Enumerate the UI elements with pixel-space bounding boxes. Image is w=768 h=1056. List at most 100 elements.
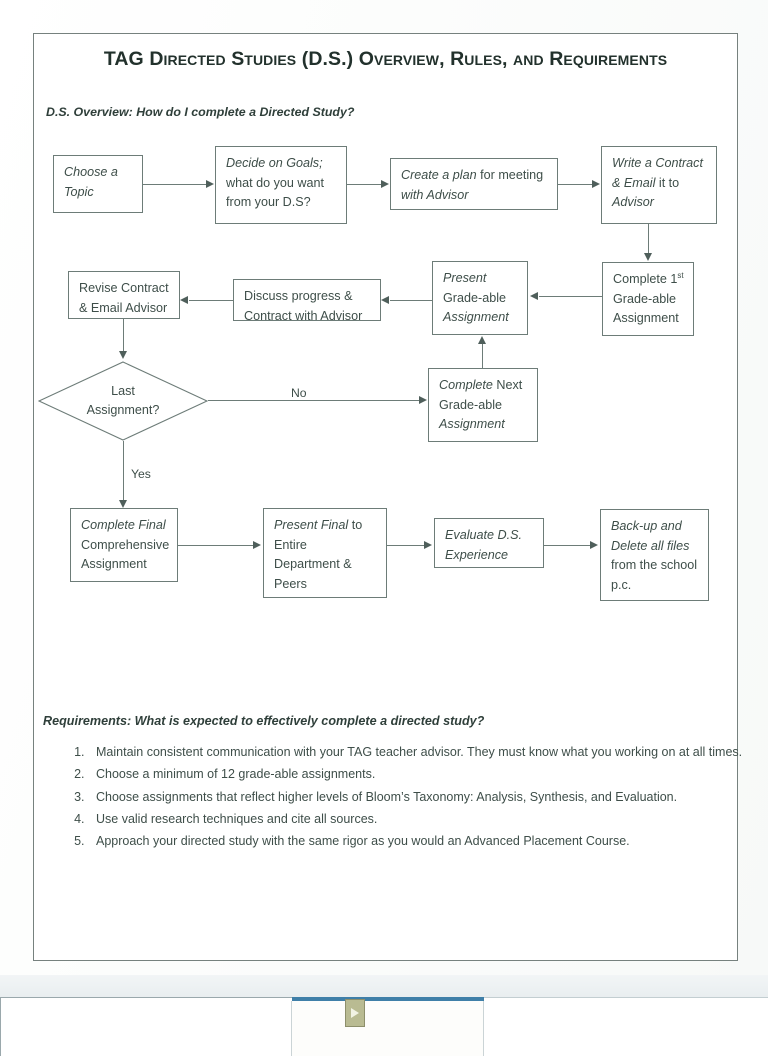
flow-node-present-final: Present Final to Entire Department & Pee… bbox=[263, 508, 387, 598]
requirements-heading: Requirements: What is expected to effect… bbox=[43, 714, 485, 728]
scanner-lid-right-panel bbox=[484, 997, 768, 1056]
edge-label-yes: Yes bbox=[128, 467, 154, 481]
node-line: Back-up and bbox=[611, 519, 682, 533]
node-line: Department & bbox=[274, 557, 352, 572]
node-line-plain: it to bbox=[655, 175, 680, 190]
flow-node-discuss-progress: Discuss progress & Contract with Advisor bbox=[233, 279, 381, 323]
node-line: from the school bbox=[611, 558, 698, 573]
node-line: Revise Contract bbox=[79, 281, 169, 295]
flow-node-present-gradeable: Present Grade-able Assignment bbox=[432, 261, 528, 335]
node-line: Contract with Advisor bbox=[244, 308, 363, 323]
node-line: & Email it to bbox=[612, 174, 716, 194]
connector-first-to-present bbox=[539, 296, 602, 298]
scanner-lid-seam-right bbox=[483, 1001, 484, 1056]
diamond-shape bbox=[38, 361, 208, 441]
connector-decision-yes bbox=[123, 441, 125, 501]
ordinal-superscript: st bbox=[677, 271, 684, 280]
page-title: TAG Directed Studies (D.S.) Overview, Ru… bbox=[103, 48, 668, 70]
connector-plan-to-contract bbox=[558, 184, 593, 186]
node-line-plain: Complete 1 bbox=[613, 272, 678, 287]
node-line: Assignment bbox=[81, 557, 147, 572]
connector-present-to-discuss bbox=[390, 300, 432, 302]
node-line-plain: to bbox=[348, 518, 363, 532]
requirement-item: Maintain consistent communication with y… bbox=[88, 742, 760, 762]
requirements-list: Maintain consistent communication with y… bbox=[62, 742, 760, 853]
node-line: Present Final to bbox=[274, 516, 386, 536]
node-line: Peers bbox=[274, 576, 307, 591]
flow-node-complete-first: Complete 1st Grade-able Assignment bbox=[602, 262, 694, 336]
connector-evaluate-to-backup bbox=[544, 545, 591, 547]
arrowhead-contract-to-first bbox=[644, 253, 652, 261]
scanner-bed-artifact bbox=[0, 975, 768, 1056]
overview-subheading: D.S. Overview: How do I complete a Direc… bbox=[46, 105, 355, 119]
node-line: Topic bbox=[64, 184, 94, 199]
node-line: Grade-able bbox=[439, 397, 503, 412]
connector-present-final-to-evaluate bbox=[387, 545, 425, 547]
node-line-plain: Next bbox=[492, 378, 523, 392]
connector-revise-to-decision bbox=[123, 319, 125, 352]
flow-node-write-contract: Write a Contract & Email it to Advisor bbox=[601, 146, 717, 224]
node-line: Entire bbox=[274, 537, 307, 552]
arrowhead-decision-yes bbox=[119, 500, 127, 508]
node-line: Write a Contract bbox=[612, 156, 703, 170]
decision-line: Last bbox=[111, 384, 135, 399]
flow-node-evaluate-ds: Evaluate D.S. Experience bbox=[434, 518, 544, 568]
node-line: Assignment bbox=[443, 310, 509, 325]
scanned-page-sheet: TAG Directed Studies (D.S.) Overview, Ru… bbox=[0, 0, 768, 975]
node-line: from your D.S? bbox=[226, 195, 311, 210]
decision-line: Assignment? bbox=[86, 403, 160, 417]
node-line-plain: for meeting bbox=[476, 168, 544, 182]
connector-next-to-present bbox=[482, 343, 484, 369]
scanner-lid-center-panel bbox=[292, 997, 484, 1056]
edge-label-no: No bbox=[288, 386, 310, 400]
flow-node-last-assignment-decision: Last Assignment? bbox=[38, 361, 208, 441]
arrowhead-evaluate-to-backup bbox=[590, 541, 598, 549]
arrowhead-next-to-present bbox=[478, 336, 486, 344]
node-line: Grade-able bbox=[613, 291, 677, 306]
flow-node-complete-next: Complete Next Grade-able Assignment bbox=[428, 368, 538, 442]
node-line-em: Present Final bbox=[274, 518, 349, 532]
arrowhead-decide-to-plan bbox=[381, 180, 389, 188]
node-line: Delete all files bbox=[611, 538, 690, 553]
node-line: Experience bbox=[445, 547, 509, 562]
node-line: Assignment bbox=[439, 417, 505, 432]
node-line: Evaluate D.S. bbox=[445, 528, 523, 542]
arrowhead-decision-no bbox=[419, 396, 427, 404]
node-line: Present bbox=[443, 271, 487, 285]
arrowhead-revise-to-decision bbox=[119, 351, 127, 359]
flow-node-revise-contract: Revise Contract & Email Advisor bbox=[68, 271, 180, 319]
node-line: Choose a bbox=[64, 165, 118, 179]
arrowhead-choose-to-decide bbox=[206, 180, 214, 188]
node-line: Advisor bbox=[612, 195, 654, 210]
flow-node-complete-final: Complete Final Comprehensive Assignment bbox=[70, 508, 178, 582]
node-line: Decide on Goals; bbox=[226, 156, 323, 170]
node-line: Complete 1st bbox=[613, 270, 693, 290]
connector-discuss-to-revise bbox=[189, 300, 233, 302]
requirement-item: Approach your directed study with the sa… bbox=[88, 831, 760, 851]
scanner-bed-edge bbox=[0, 975, 768, 997]
node-line: Comprehensive bbox=[81, 537, 170, 552]
flow-node-choose-topic: Choose a Topic bbox=[53, 155, 143, 213]
node-line: p.c. bbox=[611, 577, 632, 592]
decision-label-wrap: Last Assignment? bbox=[38, 361, 208, 441]
node-line: Complete Final bbox=[81, 518, 166, 532]
arrowhead-plan-to-contract bbox=[592, 180, 600, 188]
connector-contract-to-first bbox=[648, 224, 650, 254]
connector-decide-to-plan bbox=[347, 184, 382, 186]
node-line: Create a plan for meeting bbox=[401, 166, 557, 186]
flow-node-create-plan: Create a plan for meeting with Advisor bbox=[390, 158, 558, 210]
requirement-item: Choose a minimum of 12 grade-able assign… bbox=[88, 764, 760, 784]
scanner-lid-seam-left bbox=[291, 1001, 292, 1056]
node-line: Discuss progress & bbox=[244, 289, 353, 303]
arrowhead-discuss-to-revise bbox=[180, 296, 188, 304]
arrowhead-first-to-present bbox=[530, 292, 538, 300]
node-line: Grade-able bbox=[443, 290, 507, 305]
node-line-em: & Email bbox=[612, 175, 656, 190]
flow-node-backup-delete: Back-up and Delete all files from the sc… bbox=[600, 509, 709, 601]
node-line: Complete Next bbox=[439, 376, 537, 396]
requirement-item: Use valid research techniques and cite a… bbox=[88, 809, 760, 829]
paper-clip-icon bbox=[345, 999, 365, 1027]
scanner-lid-left-panel bbox=[0, 997, 292, 1056]
node-line-em: Complete bbox=[439, 378, 493, 392]
arrowhead-present-final-to-evaluate bbox=[424, 541, 432, 549]
